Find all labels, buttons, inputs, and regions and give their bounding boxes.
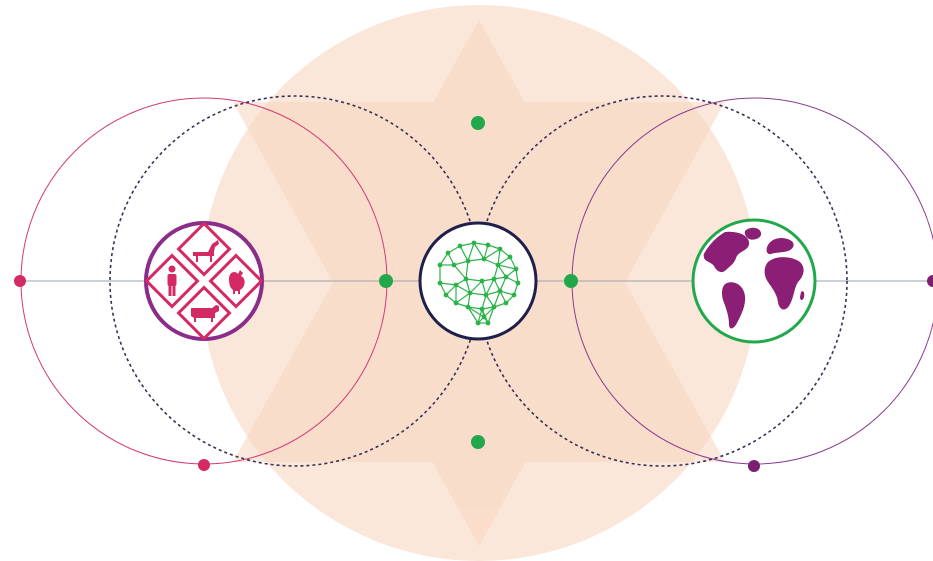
brain-node <box>443 292 449 298</box>
left-axis-node <box>14 275 26 287</box>
right-dotted-orbit <box>476 95 848 467</box>
brain-edge <box>465 278 471 294</box>
chicken-figure-icon <box>229 270 245 294</box>
brain-edge <box>469 280 483 294</box>
brain-edge <box>487 306 495 324</box>
junction-node-right <box>564 274 578 288</box>
brain-node <box>475 320 481 326</box>
brain-node <box>479 306 485 312</box>
north-america-shape <box>703 231 750 273</box>
brain-edge <box>465 260 469 280</box>
earth-globe-icon <box>691 218 817 344</box>
brain-edge <box>467 258 485 262</box>
brain-edge <box>493 264 499 280</box>
brain-node <box>453 282 459 288</box>
brain-node <box>465 258 471 264</box>
brain-edge <box>483 258 499 266</box>
brain-node <box>497 288 503 294</box>
brain-network-icon <box>418 221 538 341</box>
brain-node <box>481 314 487 320</box>
brain-edge <box>497 264 517 270</box>
right-bottom-node <box>748 460 760 472</box>
junction-node-bottom <box>471 435 485 449</box>
brain-edge <box>497 248 501 266</box>
brain-edge <box>455 292 471 304</box>
brain-edge <box>485 290 501 296</box>
right-axis-node <box>927 275 933 287</box>
diamond-chicken <box>208 253 264 309</box>
brain-node <box>491 276 497 282</box>
brain-edge <box>497 256 511 266</box>
brain-edge <box>499 276 507 292</box>
brain-node <box>437 262 443 268</box>
madagascar-shape <box>800 291 805 300</box>
brain-node <box>485 242 491 248</box>
south-america-shape <box>722 282 746 329</box>
greenland-shape <box>744 227 762 240</box>
brain-node <box>497 246 503 252</box>
diamond-human <box>144 253 200 309</box>
brain-edge <box>497 264 507 278</box>
brain-node <box>483 292 489 298</box>
horse-figure-icon <box>193 240 219 262</box>
brain-node <box>465 304 471 310</box>
brain-edge <box>439 282 457 286</box>
brain-edge <box>467 306 479 324</box>
brain-node <box>467 290 473 296</box>
brain-edge <box>453 260 469 266</box>
brain-edge <box>455 284 471 294</box>
brain-edge <box>473 242 485 260</box>
brain-edge <box>467 242 475 262</box>
brain-edge <box>459 245 469 262</box>
europe-shape <box>766 237 794 255</box>
brain-edge <box>453 264 467 280</box>
africa-shape <box>764 257 804 310</box>
brain-node <box>491 304 497 310</box>
brain-node <box>507 254 513 260</box>
animal-badge-ring <box>144 221 264 341</box>
brain-node <box>479 278 485 284</box>
brain-edge <box>467 306 485 318</box>
brain-node <box>471 240 477 246</box>
brain-edge <box>485 278 495 296</box>
cow-figure-icon <box>191 305 219 322</box>
junction-node-left <box>379 274 393 288</box>
brain-node <box>515 280 521 286</box>
brain-node <box>485 320 491 326</box>
human-figure-icon <box>167 265 177 296</box>
brain-edge <box>439 252 449 266</box>
brain-node <box>513 266 519 272</box>
brain-edge <box>499 290 515 296</box>
brain-node <box>503 300 509 306</box>
brain-edge <box>483 244 489 260</box>
diamond-cow <box>176 285 232 341</box>
brain-node <box>463 276 469 282</box>
brain-edge <box>477 308 483 324</box>
brain-edge <box>481 280 487 296</box>
left-bottom-node <box>198 459 210 471</box>
brain-edge <box>493 290 501 308</box>
diamond-horse <box>176 221 232 277</box>
brain-node <box>451 262 457 268</box>
human-and-animals-icon <box>144 221 264 341</box>
brain-node <box>457 243 463 249</box>
brain-node <box>481 256 487 262</box>
brain-edge <box>481 294 487 310</box>
brain-node <box>495 262 501 268</box>
brain-node <box>453 300 459 306</box>
brain-node <box>511 292 517 298</box>
junction-node-top <box>471 116 485 130</box>
brain-node <box>445 250 451 256</box>
brain-node <box>437 280 443 286</box>
brain-network-nodes <box>437 240 521 326</box>
brain-edge <box>469 292 487 296</box>
brain-edge <box>483 248 501 260</box>
brain-node <box>503 274 509 280</box>
brain-edge <box>485 294 495 308</box>
brain-edge <box>465 278 483 282</box>
